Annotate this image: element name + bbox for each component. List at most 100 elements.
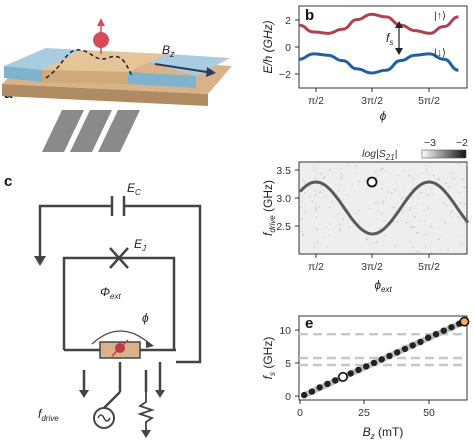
noise-pixel xyxy=(359,169,362,172)
noise-pixel xyxy=(341,176,344,178)
drive-source-wave xyxy=(97,414,111,422)
noise-pixel xyxy=(414,175,417,177)
junction-cross-2 xyxy=(109,247,129,269)
noise-pixel xyxy=(400,199,402,201)
noise-pixel xyxy=(424,238,427,240)
noise-pixel xyxy=(388,210,391,212)
noise-pixel xyxy=(368,191,371,193)
data-point xyxy=(417,338,424,346)
marked-point xyxy=(366,176,378,188)
field-arrow-head xyxy=(206,67,216,77)
noise-pixel xyxy=(396,193,398,195)
noise-pixel xyxy=(337,190,340,192)
data-point xyxy=(401,345,409,353)
data-point xyxy=(440,327,447,334)
noise-pixel xyxy=(377,202,380,204)
noise-pixel xyxy=(358,180,360,182)
drive-wire xyxy=(103,391,121,409)
noise-pixel xyxy=(315,220,318,222)
noise-pixel xyxy=(354,165,357,167)
noise-pixel xyxy=(412,246,414,248)
noise-pixel xyxy=(444,221,446,224)
noise-pixel xyxy=(424,244,427,246)
data-point xyxy=(394,349,401,356)
noise-pixel xyxy=(316,228,318,231)
noise-pixel xyxy=(384,170,387,172)
noise-pixel xyxy=(419,220,421,222)
noise-pixel xyxy=(358,222,361,224)
noise-pixel xyxy=(341,191,344,193)
noise-pixel xyxy=(412,228,415,230)
y-tick-label: −2 xyxy=(279,69,291,81)
y-tick-label: 3.5 xyxy=(276,165,291,177)
noise-pixel xyxy=(365,238,368,240)
noise-pixel xyxy=(430,252,433,254)
noise-pixel xyxy=(301,200,303,202)
noise-pixel xyxy=(426,234,429,236)
inner-loop xyxy=(62,256,176,350)
noise-pixel xyxy=(411,249,413,251)
noise-pixel xyxy=(463,186,465,189)
fdrive-label: fdrive xyxy=(38,407,59,423)
noise-pixel xyxy=(457,235,459,237)
noise-pixel xyxy=(424,233,427,235)
noise-pixel xyxy=(380,188,383,190)
noise-pixel xyxy=(423,204,425,206)
noise-pixel xyxy=(300,181,303,183)
panel-b-letter: b xyxy=(305,7,314,24)
noise-pixel xyxy=(316,233,319,235)
y-tick-label: 2.5 xyxy=(276,221,291,233)
noise-pixel xyxy=(401,211,404,213)
noise-pixel xyxy=(452,171,455,173)
noise-pixel xyxy=(308,196,311,198)
noise-pixel xyxy=(432,175,435,177)
noise-pixel xyxy=(315,207,317,209)
noise-pixel xyxy=(464,222,467,224)
noise-pixel xyxy=(454,166,457,168)
noise-pixel xyxy=(301,195,303,197)
noise-pixel xyxy=(318,206,320,208)
noise-pixel xyxy=(457,190,460,192)
device-spin-arrow xyxy=(111,339,129,357)
nanowire-left xyxy=(4,48,82,70)
noise-pixel xyxy=(323,189,325,191)
noise-pixel xyxy=(378,211,380,213)
noise-pixel xyxy=(357,183,359,186)
noise-pixel xyxy=(458,192,461,194)
noise-pixel xyxy=(416,213,419,215)
noise-pixel xyxy=(445,182,447,184)
noise-pixel xyxy=(368,188,370,190)
noise-pixel xyxy=(376,250,378,252)
noise-pixel xyxy=(357,250,360,253)
noise-pixel xyxy=(382,202,385,205)
noise-pixel xyxy=(382,200,385,202)
splitting-label: fs xyxy=(386,31,393,47)
y-tick-label: 2 xyxy=(285,15,291,27)
noise-pixel xyxy=(303,179,305,181)
data-point xyxy=(363,363,370,370)
noise-pixel xyxy=(316,241,319,243)
gate-legs xyxy=(82,362,162,392)
noise-pixel xyxy=(451,210,453,213)
data-point xyxy=(324,380,331,388)
noise-pixel xyxy=(426,194,429,196)
noise-pixel xyxy=(449,212,452,215)
nanowire-left-front xyxy=(4,66,42,82)
noise-pixel xyxy=(425,169,428,171)
noise-pixel xyxy=(325,226,328,228)
noise-pixel xyxy=(432,193,434,195)
noise-pixel xyxy=(409,207,412,209)
noise-pixel xyxy=(404,196,407,198)
panel-e-yticks: 10 5 0 xyxy=(279,325,299,403)
noise-pixel xyxy=(452,173,454,175)
noise-pixel xyxy=(465,239,467,241)
ec-label: EC xyxy=(127,181,141,197)
noise-pixel xyxy=(313,246,315,248)
noise-pixel xyxy=(324,195,327,197)
nanowire-middle xyxy=(42,50,168,72)
noise-pixel xyxy=(300,251,303,253)
x-tick-label: 3π/2 xyxy=(361,261,383,273)
noise-pixel xyxy=(319,190,322,193)
noise-pixel xyxy=(449,172,452,174)
spectroscopy-noise xyxy=(300,163,468,254)
